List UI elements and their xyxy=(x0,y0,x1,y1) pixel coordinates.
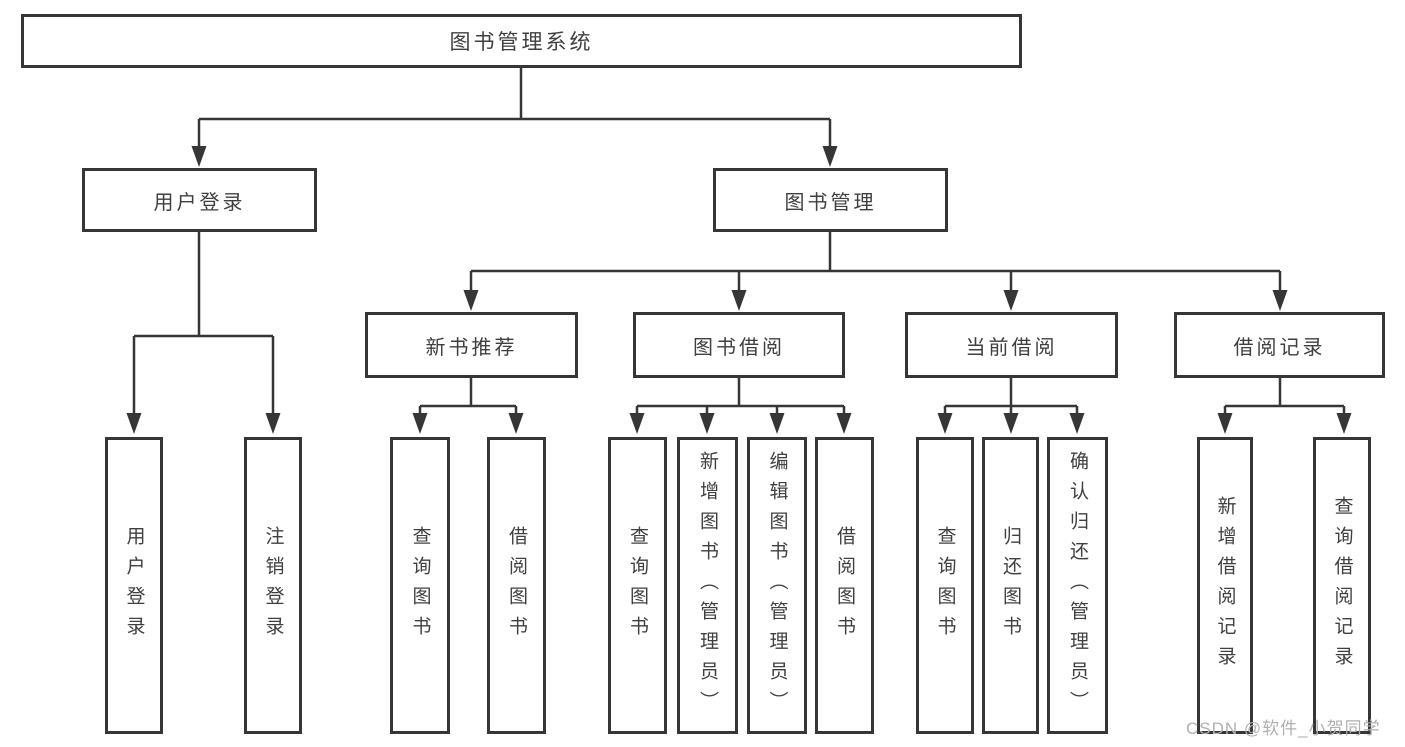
leaf-user-login-label: 用户登录 xyxy=(123,525,145,646)
node-current-borrowing-label: 当前借阅 xyxy=(965,336,1058,359)
leaf-return-books-label: 归还图书 xyxy=(1000,525,1021,646)
leaf-add-borrow-record: 新增借阅记录 xyxy=(1197,437,1253,734)
node-new-book-recommend: 新书推荐 xyxy=(365,312,578,378)
node-user-login: 用户登录 xyxy=(82,168,317,232)
leaf-return-books: 归还图书 xyxy=(982,437,1039,734)
leaf-add-books-admin: 新增图书（管理员） xyxy=(677,437,738,734)
leaf-current-query-books-label: 查询图书 xyxy=(934,525,956,646)
leaf-recommend-borrow-books: 借阅图书 xyxy=(487,437,546,734)
leaf-edit-books-admin: 编辑图书（管理员） xyxy=(747,437,807,734)
leaf-recommend-query-books-label: 查询图书 xyxy=(409,525,431,646)
node-book-management-label: 图书管理 xyxy=(784,191,877,214)
leaf-recommend-query-books: 查询图书 xyxy=(390,437,450,734)
leaf-confirm-return-admin-label: 确认归还（管理员） xyxy=(1067,450,1088,721)
leaf-query-borrow-record: 查询借阅记录 xyxy=(1313,437,1371,734)
leaf-edit-books-admin-label: 编辑图书（管理员） xyxy=(766,450,788,721)
leaf-recommend-borrow-books-label: 借阅图书 xyxy=(506,525,527,646)
node-current-borrowing: 当前借阅 xyxy=(905,312,1118,378)
node-book-borrowing: 图书借阅 xyxy=(633,312,845,378)
leaf-query-borrow-record-label: 查询借阅记录 xyxy=(1331,495,1353,676)
leaf-logout-label: 注销登录 xyxy=(262,525,284,646)
leaf-borrowing-query-books-label: 查询图书 xyxy=(627,525,648,646)
node-borrowing-records: 借阅记录 xyxy=(1174,312,1385,378)
leaf-user-login: 用户登录 xyxy=(105,437,163,734)
leaf-add-books-admin-label: 新增图书（管理员） xyxy=(697,450,718,721)
node-user-login-label: 用户登录 xyxy=(153,191,246,214)
node-book-management: 图书管理 xyxy=(713,168,948,232)
leaf-confirm-return-admin: 确认归还（管理员） xyxy=(1047,437,1108,734)
leaf-borrowing-borrow-books: 借阅图书 xyxy=(815,437,874,734)
node-new-book-recommend-label: 新书推荐 xyxy=(425,336,518,359)
leaf-borrowing-query-books: 查询图书 xyxy=(608,437,667,734)
leaf-add-borrow-record-label: 新增借阅记录 xyxy=(1214,495,1236,676)
watermark-text: CSDN @软件_小贺同学 xyxy=(1186,719,1381,738)
node-book-borrowing-label: 图书借阅 xyxy=(693,336,785,359)
node-root-label: 图书管理系统 xyxy=(449,31,594,54)
node-root: 图书管理系统 xyxy=(21,14,1022,68)
leaf-logout: 注销登录 xyxy=(244,437,302,734)
node-borrowing-records-label: 借阅记录 xyxy=(1233,336,1326,359)
leaf-current-query-books: 查询图书 xyxy=(916,437,974,734)
leaf-borrowing-borrow-books-label: 借阅图书 xyxy=(834,525,855,646)
